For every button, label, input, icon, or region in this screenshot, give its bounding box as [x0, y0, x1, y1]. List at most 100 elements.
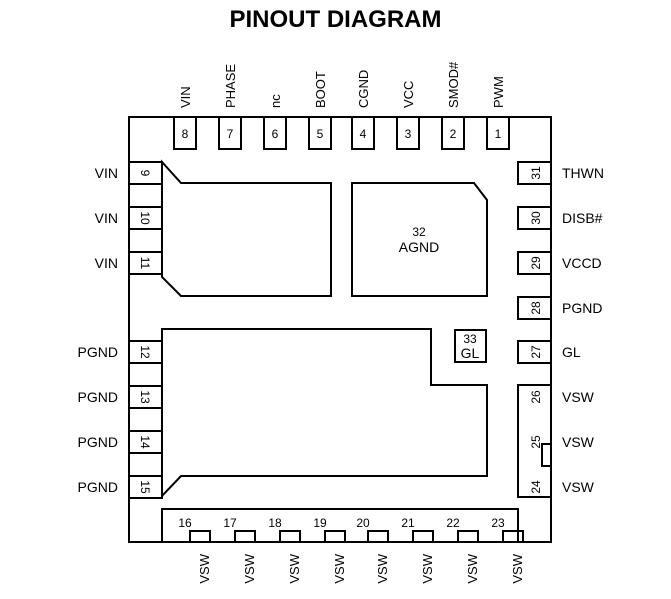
top-pin-number-4: 4	[360, 127, 367, 141]
right-pin-number-27: 27	[529, 345, 543, 359]
page-title: PINOUT DIAGRAM	[229, 6, 442, 33]
bottom-pin-label-23: VSW	[510, 553, 525, 583]
right-pin-28	[517, 296, 552, 320]
top-pin-label-3: VCC	[401, 81, 416, 108]
top-pin-label-4: CGND	[356, 70, 371, 108]
bottom-pin-number-20: 20	[356, 516, 370, 530]
left-pin-9	[128, 161, 163, 185]
top-pin-number-3: 3	[405, 127, 412, 141]
left-pin-label-15: PGND	[78, 479, 118, 495]
vsw-bottom-strip	[161, 508, 519, 543]
right-pin-30	[517, 206, 552, 230]
bottom-pin-label-18: VSW	[287, 553, 302, 583]
right-pin-27	[517, 340, 552, 364]
left-pin-13	[128, 385, 163, 409]
left-pin-label-9: VIN	[95, 165, 118, 181]
top-pin-label-5: BOOT	[313, 71, 328, 108]
left-pin-14	[128, 430, 163, 454]
left-pin-label-14: PGND	[78, 434, 118, 450]
gl-pad	[454, 329, 487, 363]
bottom-pin-20	[367, 530, 389, 543]
vsw-strip	[517, 384, 552, 498]
bottom-pin-17	[234, 530, 256, 543]
top-pin-7	[218, 116, 242, 150]
top-pin-number-2: 2	[450, 127, 457, 141]
top-pin-label-6: nc	[268, 94, 283, 108]
top-pin-3	[396, 116, 420, 150]
left-pin-11	[128, 251, 163, 275]
left-pin-12	[128, 340, 163, 364]
right-pin-number-26: 26	[529, 390, 543, 404]
bottom-pin-label-21: VSW	[420, 553, 435, 583]
bottom-pin-number-22: 22	[446, 516, 460, 530]
top-pin-number-5: 5	[317, 127, 324, 141]
bottom-pin-number-18: 18	[268, 516, 282, 530]
right-pin-number-25: 25	[529, 435, 543, 449]
bottom-pin-number-17: 17	[223, 516, 237, 530]
top-pin-1	[486, 116, 510, 150]
top-pin-6	[263, 116, 287, 150]
bottom-pin-label-19: VSW	[332, 553, 347, 583]
top-pin-8	[173, 116, 197, 150]
left-pin-label-12: PGND	[78, 344, 118, 360]
right-pin-label-24: VSW	[562, 479, 595, 495]
bottom-pin-label-22: VSW	[465, 553, 480, 583]
top-pin-4	[351, 116, 375, 150]
bottom-pin-22	[457, 530, 479, 543]
bottom-pin-23	[502, 530, 524, 543]
bottom-pin-number-23: 23	[491, 516, 505, 530]
left-pin-number-13: 13	[138, 390, 152, 404]
right-pin-29	[517, 251, 552, 275]
pgnd-pad	[161, 328, 488, 499]
left-pin-number-11: 11	[138, 257, 152, 270]
top-pin-2	[441, 116, 465, 150]
bottom-pin-19	[324, 530, 346, 543]
left-pin-number-10: 10	[138, 211, 152, 225]
bottom-pin-number-19: 19	[313, 516, 327, 530]
top-pin-number-6: 6	[272, 127, 279, 141]
right-pin-notch-25	[541, 443, 552, 467]
top-pin-5	[308, 116, 332, 150]
right-pin-number-31: 31	[529, 166, 543, 180]
top-pin-number-1: 1	[495, 127, 502, 141]
bottom-pin-label-20: VSW	[375, 553, 390, 583]
left-pin-label-11: VIN	[95, 255, 118, 271]
bottom-pin-16	[189, 530, 211, 543]
bottom-pin-number-21: 21	[401, 516, 415, 530]
top-pin-label-8: VIN	[178, 86, 193, 108]
left-pin-label-10: VIN	[95, 210, 118, 226]
gl-pad-label: GL	[461, 345, 480, 361]
top-pin-number-7: 7	[227, 127, 234, 141]
right-pin-number-24: 24	[529, 480, 543, 494]
top-pin-label-7: PHASE	[223, 64, 238, 108]
right-pin-label-25: VSW	[562, 434, 595, 450]
right-pin-31	[517, 161, 552, 185]
bottom-pin-21	[412, 530, 434, 543]
top-pin-label-2: SMOD#	[446, 61, 461, 108]
bottom-pin-18	[279, 530, 301, 543]
left-pin-number-9: 9	[138, 170, 152, 177]
right-pin-label-28: PGND	[562, 300, 602, 316]
left-pin-number-14: 14	[138, 435, 152, 449]
top-pin-number-8: 8	[182, 127, 189, 141]
right-pin-label-26: VSW	[562, 389, 595, 405]
bottom-pin-label-16: VSW	[197, 553, 212, 583]
agnd-pad-label: AGND	[399, 239, 439, 255]
right-pin-label-27: GL	[562, 344, 581, 360]
gl-pad-number: 33	[463, 332, 477, 346]
left-pin-10	[128, 206, 163, 230]
right-pin-number-29: 29	[529, 256, 543, 270]
bottom-pin-number-16: 16	[178, 516, 192, 530]
left-pin-number-15: 15	[138, 480, 152, 494]
right-pin-label-29: VCCD	[562, 255, 602, 271]
agnd-pad-number: 32	[412, 225, 426, 239]
right-pin-label-30: DISB#	[562, 210, 603, 226]
vin-pad	[161, 159, 332, 297]
left-pin-label-13: PGND	[78, 389, 118, 405]
top-pin-label-1: PWM	[491, 76, 506, 108]
bottom-pin-label-17: VSW	[242, 553, 257, 583]
right-pin-number-28: 28	[529, 301, 543, 315]
left-pin-number-12: 12	[138, 345, 152, 359]
right-pin-number-30: 30	[529, 211, 543, 225]
